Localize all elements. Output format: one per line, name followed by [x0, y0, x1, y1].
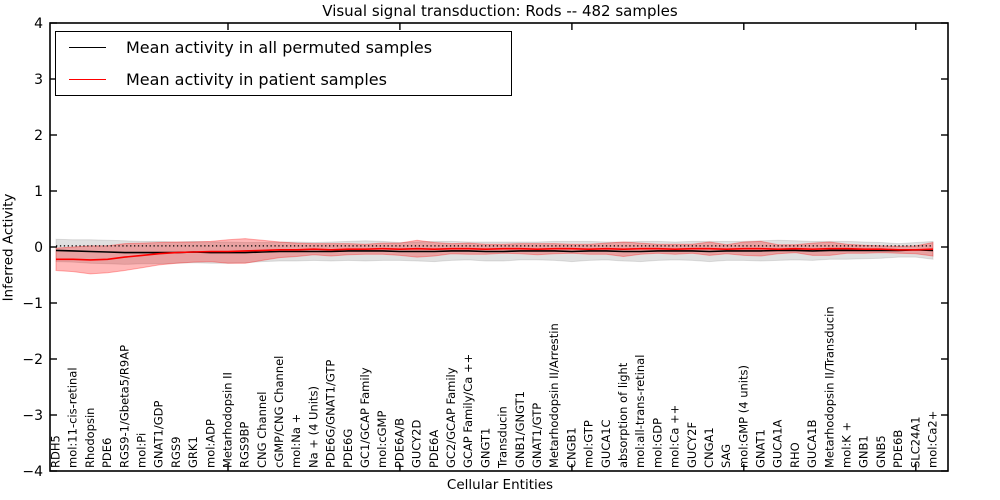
entity-label: GUCA1C [599, 419, 613, 468]
y-tick-label: 3 [34, 72, 43, 88]
x-axis-label: Cellular Entities [446, 477, 554, 493]
entity-label: mol:K + [840, 422, 854, 468]
y-tick-label: −1 [22, 296, 43, 312]
entity-label: PDE6G/GNAT1/GTP [324, 360, 338, 468]
entity-label: PDE6G [341, 429, 355, 468]
entity-label: GNGT1 [478, 428, 492, 468]
entity-label: CNGB1 [564, 427, 578, 468]
legend-label-permuted: Mean activity in all permuted samples [126, 38, 433, 58]
legend-row-patient: Mean activity in patient samples [56, 64, 511, 94]
entity-label: GNB1 [857, 435, 871, 468]
entity-label: CNG Channel [255, 392, 269, 468]
legend-row-permuted: Mean activity in all permuted samples [56, 33, 511, 63]
entity-label: PDE6A/B [392, 418, 406, 468]
entity-label: RDH5 [49, 435, 63, 468]
chart-title: Visual signal transduction: Rods -- 482 … [322, 2, 678, 20]
entity-label: Metarhodopsin II [221, 372, 235, 468]
entity-label: mol:Na + [289, 414, 303, 468]
entity-label: RGS9-1/Gbeta5/R9AP [117, 345, 131, 468]
y-tick-label: 0 [34, 240, 43, 256]
entity-label: mol:Ca2+ [926, 411, 940, 468]
entity-label: Na + (4 Units) [306, 386, 320, 468]
entity-label: PDE6A [427, 430, 441, 468]
patient-band [55, 238, 934, 275]
entity-label: mol:cGMP [375, 411, 389, 468]
entity-label: GUCA1A [771, 419, 785, 468]
permuted-line-swatch [69, 47, 106, 49]
entity-label: RGS9 [169, 436, 183, 468]
legend-label-patient: Mean activity in patient samples [126, 69, 387, 89]
y-tick-label: 4 [34, 16, 43, 32]
entity-label: GC1/GCAP Family [358, 367, 372, 468]
entity-label: mol:GMP (4 units) [736, 365, 750, 468]
entity-label: GNB1/GNGT1 [513, 391, 527, 468]
entity-label: RGS9BP [238, 422, 252, 468]
entity-label: SAG [719, 444, 733, 468]
entity-label: PDE6 [100, 438, 114, 468]
entity-label: cGMP/CNG Channel [272, 356, 286, 468]
entity-label: PDE6B [891, 430, 905, 468]
y-axis-label: Inferred Activity [0, 193, 17, 302]
y-tick-label: −4 [22, 464, 43, 480]
entity-label: GCAP Family/Ca ++ [461, 354, 475, 468]
entity-label: CNGA1 [702, 427, 716, 468]
entity-label: GNAT1/GDP [152, 401, 166, 468]
entity-label: mol:GDP [650, 418, 664, 468]
y-tick-label: −2 [22, 352, 43, 368]
patient-line-swatch [69, 78, 106, 80]
entity-label: mol:Pi [135, 433, 149, 468]
legend: Mean activity in all permuted samples Me… [55, 31, 512, 96]
entity-label: Transducin [496, 406, 510, 469]
entity-label: Rhodopsin [83, 408, 97, 468]
entity-label: Metarhodopsin II/Transducin [822, 306, 836, 468]
entity-label: absorption of light [616, 362, 630, 468]
entity-label: GNAT1 [754, 429, 768, 468]
entity-label: GNB5 [874, 435, 888, 468]
entity-label: GUCA1B [805, 419, 819, 468]
entity-label: mol:all-trans-retinal [633, 355, 647, 468]
patient-mean-line [56, 247, 934, 261]
y-tick-label: 1 [34, 184, 43, 200]
entity-label: GRK1 [186, 436, 200, 468]
entity-label: Metarhodopsin II/Arrestin [547, 323, 561, 468]
y-tick-label: −3 [22, 408, 43, 424]
entity-label: mol:Ca ++ [668, 405, 682, 468]
entity-label: mol:GTP [582, 420, 596, 468]
entity-label: SLC24A1 [908, 416, 922, 468]
entity-label: mol:11-cis-retinal [66, 367, 80, 468]
entity-label: GUCY2D [410, 420, 424, 468]
entity-label: GC2/GCAP Family [444, 367, 458, 468]
y-tick-label: 2 [34, 128, 43, 144]
entity-label: mol:ADP [203, 419, 217, 468]
entity-label: RHO [788, 442, 802, 468]
entity-label: GUCY2F [685, 422, 699, 468]
entity-label: GNAT1/GTP [530, 403, 544, 468]
